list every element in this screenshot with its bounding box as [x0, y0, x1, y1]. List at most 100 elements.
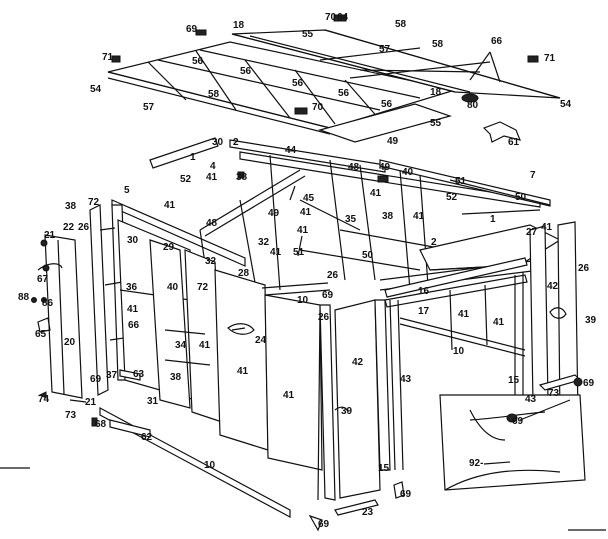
part-number-label: 92-	[469, 458, 483, 469]
part-number-label: 41	[300, 207, 312, 218]
part-number-label: 57	[143, 102, 155, 113]
part-number-label: 10	[453, 346, 465, 357]
part-number-label: 80	[467, 100, 479, 111]
roof-frame	[111, 137, 562, 471]
part-number-label: 43	[400, 374, 412, 385]
hardware-bracket-icon	[294, 107, 308, 115]
part-number-label: 37	[106, 370, 118, 381]
part-number-label: 29	[163, 242, 175, 253]
part-number-label: 71	[544, 53, 556, 64]
part-number-label: 10	[297, 295, 309, 306]
hardware-bracket-icon	[333, 14, 347, 22]
hardware-bracket-icon	[111, 55, 121, 63]
part-number-label: 30	[212, 137, 224, 148]
part-number-label: 36	[126, 282, 138, 293]
sliding-door	[439, 394, 586, 491]
door-panel-left	[44, 234, 83, 399]
part-number-label: 56	[240, 66, 252, 77]
part-number-label: 69	[90, 374, 102, 385]
part-number-label: 41	[283, 390, 295, 401]
part-number-label: 56	[381, 99, 393, 110]
part-number-label: 2	[233, 137, 239, 148]
part-number-label: 49	[268, 208, 280, 219]
part-number-label: 26	[318, 312, 330, 323]
part-number-label: 49	[379, 162, 391, 173]
part-number-label: 21	[44, 230, 56, 241]
part-number-label: 56	[292, 78, 304, 89]
part-number-label: 10	[204, 460, 216, 471]
part-number-label: 39	[341, 406, 353, 417]
part-number-label: 26	[327, 270, 339, 281]
part-number-label: 50	[515, 192, 527, 203]
part-number-label: 70	[325, 12, 337, 23]
part-number-label: 21	[85, 397, 97, 408]
part-number-label: 67	[37, 274, 49, 285]
part-number-label: 16	[418, 286, 430, 297]
part-number-label: 56	[192, 56, 204, 67]
part-number-label: 70	[312, 102, 324, 113]
part-number-label: 68	[95, 419, 107, 430]
part-number-label: 40	[167, 282, 179, 293]
part-number-label: 62	[141, 432, 153, 443]
part-number-label: 41	[370, 188, 382, 199]
hinge-icon	[38, 391, 47, 399]
part-number-label: 55	[430, 118, 442, 129]
part-number-label: 22	[63, 222, 75, 233]
part-number-label: 35	[345, 214, 357, 225]
part-number-label: 54	[90, 84, 102, 95]
part-number-label: 42	[547, 281, 559, 292]
hardware-bracket-icon	[195, 29, 207, 36]
part-number-label: 66	[128, 320, 140, 331]
part-number-label: 2	[431, 237, 437, 248]
part-number-label: 1	[490, 214, 496, 225]
part-number-label: 42	[352, 357, 364, 368]
right-wall	[520, 221, 583, 421]
part-number-label: 52	[180, 174, 192, 185]
part-number-label: 51	[455, 176, 467, 187]
part-number-label: 74	[38, 394, 50, 405]
part-number-label: 38	[170, 372, 182, 383]
base-rails	[99, 309, 405, 532]
ridge-cap	[317, 103, 453, 143]
part-number-label: 20	[64, 337, 76, 348]
wall-panel	[264, 294, 323, 471]
part-number-label: 24	[255, 335, 267, 346]
part-number-label: 49	[387, 136, 399, 147]
part-number-label: 50	[362, 250, 374, 261]
floor-rail	[334, 499, 379, 516]
part-number-label: 32	[258, 237, 270, 248]
part-number-label: 18	[233, 20, 245, 31]
part-number-label: 69	[400, 489, 412, 500]
part-number-label: 41	[270, 247, 282, 258]
part-number-label: 57	[379, 44, 391, 55]
part-number-label: 41	[164, 200, 176, 211]
part-number-label: 73	[65, 410, 77, 421]
part-number-label: 41	[199, 340, 211, 351]
part-number-label: 54	[560, 99, 572, 110]
part-number-label: 51	[293, 247, 305, 258]
part-number-label: 27	[526, 227, 538, 238]
part-number-label: 41	[541, 222, 553, 233]
part-number-label: 64	[337, 12, 349, 23]
part-number-label: 69	[186, 24, 198, 35]
latch-icon	[40, 239, 48, 247]
part-number-label: 41	[458, 309, 470, 320]
front-wall	[214, 269, 391, 501]
part-number-label: 30	[127, 235, 139, 246]
part-number-label: 73	[548, 388, 560, 399]
roof-cap-icon	[461, 93, 479, 103]
part-number-label: 61	[508, 137, 520, 148]
part-number-label: 71	[102, 52, 114, 63]
part-number-label: 45	[303, 193, 315, 204]
gusset-part-icon	[482, 121, 521, 143]
part-number-label: 88	[18, 292, 30, 303]
part-number-label: 31	[147, 396, 159, 407]
part-number-label: 44	[285, 145, 297, 156]
part-number-label: 4	[210, 161, 216, 172]
part-number-label: 32	[205, 256, 217, 267]
part-number-label: 15	[378, 463, 390, 474]
left-wall	[31, 204, 223, 427]
part-number-label: 41	[493, 317, 505, 328]
hardware-bracket-icon	[527, 55, 539, 63]
part-number-label: 72	[88, 197, 100, 208]
